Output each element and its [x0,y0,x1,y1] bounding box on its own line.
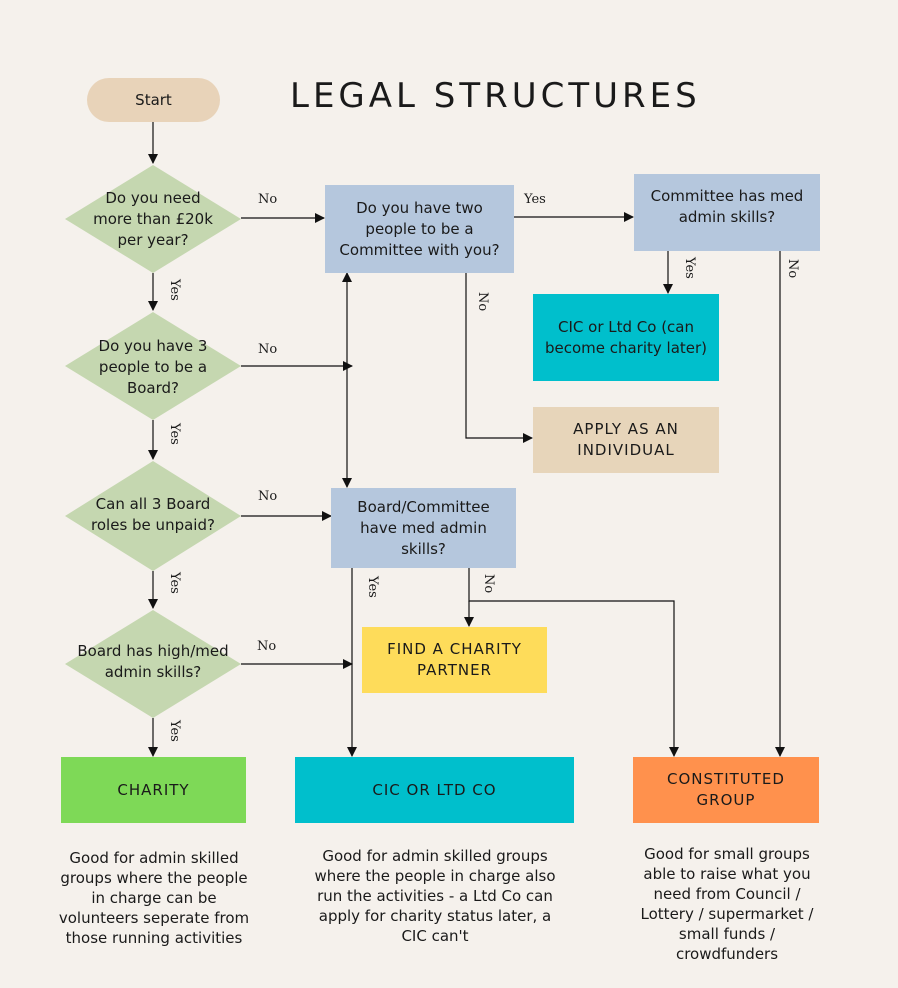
edge-label-no-unpaid: No [258,489,278,504]
decision-3-board-text: Do you have 3 people to be a Board? [98,336,208,397]
decision-diamond-unpaid [65,461,241,571]
result-charity: CHARITY [61,757,246,823]
description-cic-ltd: Good for admin skilled groups where the … [314,847,556,945]
description-constituted: Good for small groups able to raise what… [640,845,814,963]
edge-label-yes-20k: Yes [167,279,182,301]
edge-label-yes-unpaid: Yes [167,572,182,594]
start-label: Start [135,90,172,109]
edge-label-yes-two-committee: Yes [524,192,546,207]
edge-label-no-board-committee: No [481,574,496,594]
result-constituted-group: CONSTITUTED GROUP [633,757,819,823]
start-node: Start [87,78,220,122]
edge-label-yes-board-skills: Yes [167,720,182,742]
edge-label-yes-board-committee: Yes [365,576,380,598]
result-cic-ltd: CIC OR LTD CO [295,757,574,823]
question-two-committee: Do you have two people to be a Committee… [325,185,514,273]
decision-unpaid-text: Can all 3 Board roles be unpaid? [91,495,215,534]
decision-20k-text: Do you need more than £20k per year? [93,188,213,249]
question-board-committee-skills: Board/Committee have med admin skills? [331,488,516,568]
decision-diamond-3-board [65,312,241,420]
page-title: LEGAL STRUCTURES [290,76,701,116]
result-find-charity-partner: FIND A CHARITY PARTNER [362,627,547,693]
decision-board-skills-text: Board has high/med admin skills? [77,642,229,681]
edge-label-no-board-skills: No [257,639,277,654]
edge-label-no-two-committee: No [475,292,490,312]
description-charity: Good for admin skilled groups where the … [58,849,250,947]
edge-label-yes-3-board: Yes [167,423,182,445]
question-committee-skills: Committee has med admin skills? [634,174,820,251]
result-apply-individual: APPLY AS AN INDIVIDUAL [533,407,719,473]
edge-label-no-committee-skills: No [785,259,800,279]
decision-diamond-board-skills [65,610,241,718]
edge-label-yes-committee-skills: Yes [682,257,697,279]
result-cic-ltd-later: CIC or Ltd Co (can become charity later) [533,294,719,381]
edge-label-no-3-board: No [258,342,278,357]
edge-label-no-20k: No [258,192,278,207]
decision-diamond-20k [65,165,241,273]
